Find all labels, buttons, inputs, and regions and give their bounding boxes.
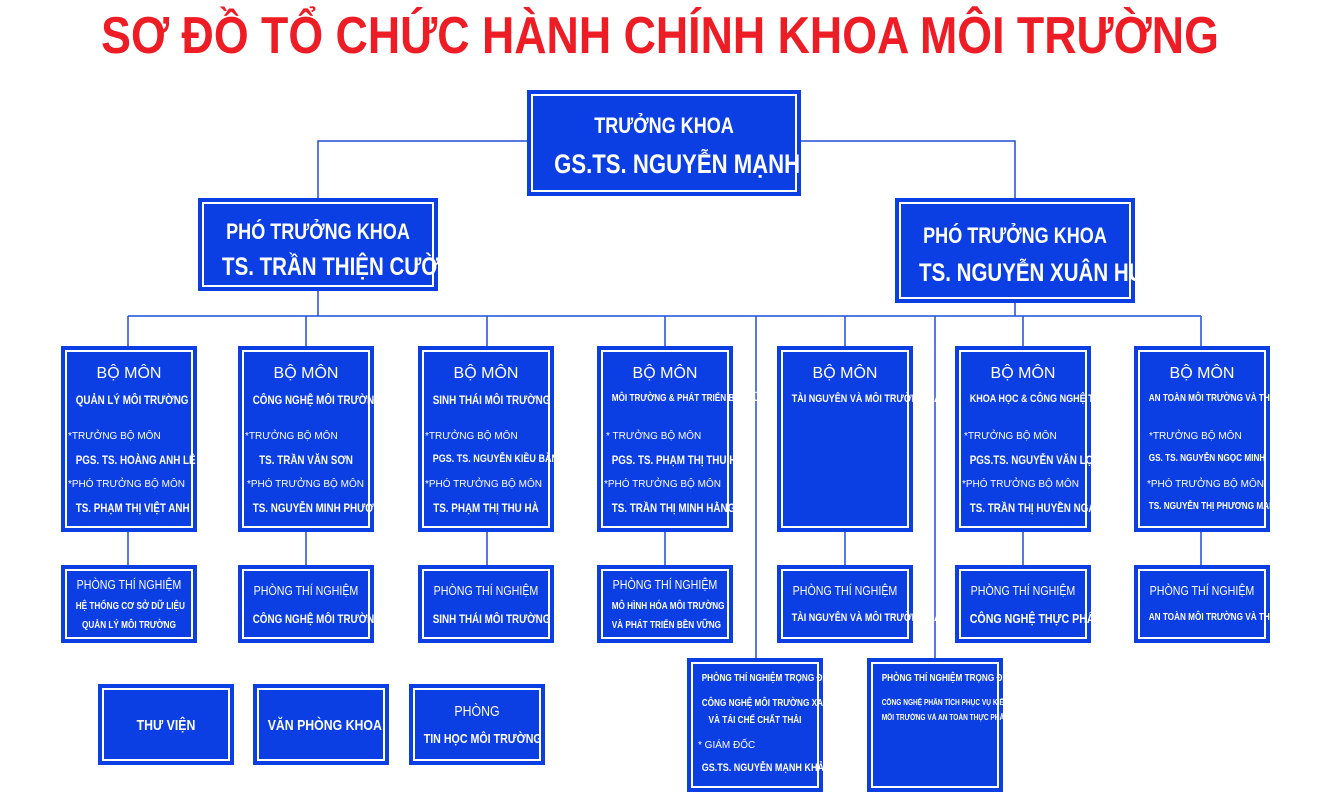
key-lab-box-2: PHÒNG THÍ NGHIỆM TRỌNG ĐIỂM CÔNG NGHỆ PH…: [867, 658, 1028, 792]
key-lab-name: CÔNG NGHỆ MÔI TRƯỜNG XANH: [701, 698, 835, 709]
lab-label: PHÒNG THÍ NGHIỆM: [612, 577, 718, 592]
lab-box: PHÒNG THÍ NGHIỆM CÔNG NGHỆ MÔI TRƯỜNG: [238, 565, 382, 643]
head-label: *TRƯỞNG BỘ MÔN: [1149, 431, 1242, 442]
library-label: THƯ VIỆN: [136, 717, 196, 734]
key-lab-name-line2: MÔI TRƯỜNG VÀ AN TOÀN THỰC PHẨM: [881, 713, 1010, 722]
key-lab-name: CÔNG NGHỆ PHÂN TÍCH PHỤC VỤ KIỂM ĐỊNH: [881, 698, 1028, 707]
head-label: *TRƯỞNG BỘ MÔN: [68, 431, 161, 442]
lab-label: PHÒNG THÍ NGHIỆM: [792, 583, 898, 598]
lab-label: PHÒNG THÍ NGHIỆM: [970, 583, 1076, 598]
lab-label: PHÒNG THÍ NGHIỆM: [433, 583, 539, 598]
deputy-name: TS. PHẠM THỊ THU HÀ: [433, 501, 539, 515]
lab-box: PHÒNG THÍ NGHIỆM MÔ HÌNH HÓA MÔI TRƯỜNG …: [597, 565, 733, 643]
department-label: BỘ MÔN: [812, 365, 878, 382]
dean-role: TRƯỞNG KHOA: [594, 113, 734, 138]
department-name: AN TOÀN MÔI TRƯỜNG VÀ THỰC PHẨM: [1148, 393, 1310, 404]
lab-name-line2: VÀ PHÁT TRIỂN BỀN VỮNG: [611, 620, 722, 631]
director-name: GS.TS. NGUYỄN MẠNH KHẢI: [701, 762, 827, 774]
head-name: PGS.TS. NGUYỄN VĂN LỢI: [969, 453, 1097, 467]
vice-dean-box-1: PHÓ TRƯỞNG KHOA TS. TRẦN THIỆN CƯỜNG: [198, 198, 470, 291]
lab-name: SINH THÁI MÔI TRƯỜNG: [432, 612, 551, 626]
head-name: PGS. TS. HOÀNG ANH LÊ: [75, 453, 196, 467]
lab-name: TÀI NGUYÊN VÀ MÔI TRƯỜNG ĐẤT: [791, 612, 947, 624]
deputy-label: *PHÓ TRƯỞNG BỘ MÔN: [604, 479, 721, 490]
lab-box: PHÒNG THÍ NGHIỆM HỆ THỐNG CƠ SỞ DỮ LIỆU …: [61, 565, 197, 643]
department-box: BỘ MÔN MÔI TRƯỜNG & PHÁT TRIỂN BỀN VỮNG …: [597, 346, 773, 532]
lab-label: PHÒNG THÍ NGHIỆM: [1149, 583, 1255, 598]
library-box: THƯ VIỆN: [98, 684, 234, 765]
deputy-name: TS. TRẦN THỊ MINH HẰNG: [611, 501, 736, 515]
department-name: CÔNG NGHỆ MÔI TRƯỜNG: [252, 393, 382, 407]
key-lab-label: PHÒNG THÍ NGHIỆM TRỌNG ĐIỂM: [881, 673, 1017, 684]
lab-box: PHÒNG THÍ NGHIỆM AN TOÀN MÔI TRƯỜNG VÀ T…: [1134, 565, 1310, 643]
deputy-label: *PHÓ TRƯỞNG BỘ MÔN: [68, 479, 185, 490]
lab-name: HỆ THỐNG CƠ SỞ DỮ LIỆU: [75, 601, 185, 612]
department-box: BỘ MÔN SINH THÁI MÔI TRƯỜNG *TRƯỞNG BỘ M…: [418, 346, 588, 532]
head-name: PGS. TS. NGUYỄN KIỀU BĂNG TÂM: [432, 453, 588, 465]
faculty-office-box: VĂN PHÒNG KHOA: [253, 684, 389, 765]
lab-box: PHÒNG THÍ NGHIỆM SINH THÁI MÔI TRƯỜNG: [418, 565, 554, 643]
dean-name: GS.TS. NGUYỄN MẠNH KHẢI: [554, 149, 861, 179]
department-name: TÀI NGUYÊN VÀ MÔI TRƯỜNG ĐẤT: [791, 393, 947, 405]
vice-dean-role: PHÓ TRƯỞNG KHOA: [923, 223, 1107, 248]
department-name: SINH THÁI MÔI TRƯỜNG: [432, 393, 551, 407]
department-label: BỘ MÔN: [632, 365, 698, 382]
deputy-name: TS. NGUYỄN MINH PHƯƠNG: [252, 501, 389, 515]
vice-dean-name: TS. TRẦN THIỆN CƯỜNG: [222, 253, 470, 281]
department-label: BỘ MÔN: [273, 365, 339, 382]
it-room-name: TIN HỌC MÔI TRƯỜNG: [423, 731, 542, 746]
director-label: * GIÁM ĐỐC: [698, 740, 756, 751]
it-room-label: PHÒNG: [454, 703, 500, 720]
vice-dean-name: TS. NGUYỄN XUÂN HUÂN: [919, 259, 1174, 287]
lab-name: MÔ HÌNH HÓA MÔI TRƯỜNG: [611, 601, 725, 612]
department-label: BỘ MÔN: [990, 365, 1056, 382]
department-name: MÔI TRƯỜNG & PHÁT TRIỂN BỀN VỮNG: [611, 393, 773, 404]
lab-name-line2: QUẢN LÝ MÔI TRƯỜNG: [82, 620, 176, 631]
lab-label: PHÒNG THÍ NGHIỆM: [253, 583, 359, 598]
department-box: BỘ MÔN AN TOÀN MÔI TRƯỜNG VÀ THỰC PHẨM *…: [1134, 346, 1310, 532]
key-lab-label: PHÒNG THÍ NGHIỆM TRỌNG ĐIỂM: [701, 673, 837, 684]
department-box: BỘ MÔN KHOA HỌC & CÔNG NGHỆ THỰC PHẨM *T…: [955, 346, 1144, 532]
head-name: GS. TS. NGUYỄN NGỌC MINH: [1148, 453, 1266, 464]
lab-box: PHÒNG THÍ NGHIỆM CÔNG NGHỆ THỰC PHẨM: [955, 565, 1104, 643]
chart-title: SƠ ĐỒ TỔ CHỨC HÀNH CHÍNH KHOA MÔI TRƯỜNG: [101, 7, 1219, 65]
department-box: BỘ MÔN TÀI NGUYÊN VÀ MÔI TRƯỜNG ĐẤT: [777, 346, 947, 532]
department-box: BỘ MÔN QUẢN LÝ MÔI TRƯỜNG *TRƯỞNG BỘ MÔN…: [61, 346, 197, 532]
head-label: *TRƯỞNG BỘ MÔN: [964, 431, 1057, 442]
lab-box: PHÒNG THÍ NGHIỆM TÀI NGUYÊN VÀ MÔI TRƯỜN…: [777, 565, 947, 643]
department-name: KHOA HỌC & CÔNG NGHỆ THỰC PHẨM: [969, 393, 1144, 405]
faculty-office-label: VĂN PHÒNG KHOA: [267, 717, 382, 734]
deputy-name: TS. NGUYỄN THỊ PHƯƠNG MAI: [1148, 501, 1272, 512]
vice-dean-role: PHÓ TRƯỞNG KHOA: [226, 219, 410, 244]
deputy-label: *PHÓ TRƯỞNG BỘ MÔN: [1147, 479, 1264, 490]
deputy-label: *PHÓ TRƯỞNG BỘ MÔN: [247, 479, 364, 490]
department-label: BỘ MÔN: [96, 365, 162, 382]
deputy-name: TS. PHẠM THỊ VIỆT ANH: [75, 501, 190, 515]
lab-name: AN TOÀN MÔI TRƯỜNG VÀ THỰC PHẨM: [1148, 612, 1310, 623]
head-label: * TRƯỞNG BỘ MÔN: [606, 431, 702, 442]
key-lab-box-1: PHÒNG THÍ NGHIỆM TRỌNG ĐIỂM CÔNG NGHỆ MÔ…: [687, 658, 837, 792]
deputy-label: *PHÓ TRƯỞNG BỘ MÔN: [425, 479, 542, 490]
vice-dean-box-2: PHÓ TRƯỞNG KHOA TS. NGUYỄN XUÂN HUÂN: [895, 198, 1174, 303]
department-name: QUẢN LÝ MÔI TRƯỜNG: [75, 393, 189, 407]
deputy-name: TS. TRẦN THỊ HUYỀN NGA: [969, 501, 1096, 515]
head-label: *TRƯỞNG BỘ MÔN: [245, 431, 338, 442]
department-label: BỘ MÔN: [453, 365, 519, 382]
key-lab-name-line2: VÀ TÁI CHẾ CHẤT THẢI: [708, 715, 802, 726]
dean-box: TRƯỞNG KHOA GS.TS. NGUYỄN MẠNH KHẢI: [527, 90, 861, 196]
department-label: BỘ MÔN: [1169, 365, 1235, 382]
lab-name: CÔNG NGHỆ MÔI TRƯỜNG: [252, 612, 382, 626]
head-name: PGS. TS. PHẠM THỊ THU HÀ: [611, 453, 744, 467]
lab-label: PHÒNG THÍ NGHIỆM: [76, 577, 182, 592]
head-name: TS. TRẦN VĂN SƠN: [259, 453, 353, 467]
lab-name: CÔNG NGHỆ THỰC PHẨM: [969, 611, 1104, 626]
it-room-box: PHÒNG TIN HỌC MÔI TRƯỜNG: [409, 684, 545, 765]
head-label: *TRƯỞNG BỘ MÔN: [425, 431, 518, 442]
department-box: BỘ MÔN CÔNG NGHỆ MÔI TRƯỜNG *TRƯỞNG BỘ M…: [238, 346, 389, 532]
deputy-label: *PHÓ TRƯỞNG BỘ MÔN: [962, 479, 1079, 490]
